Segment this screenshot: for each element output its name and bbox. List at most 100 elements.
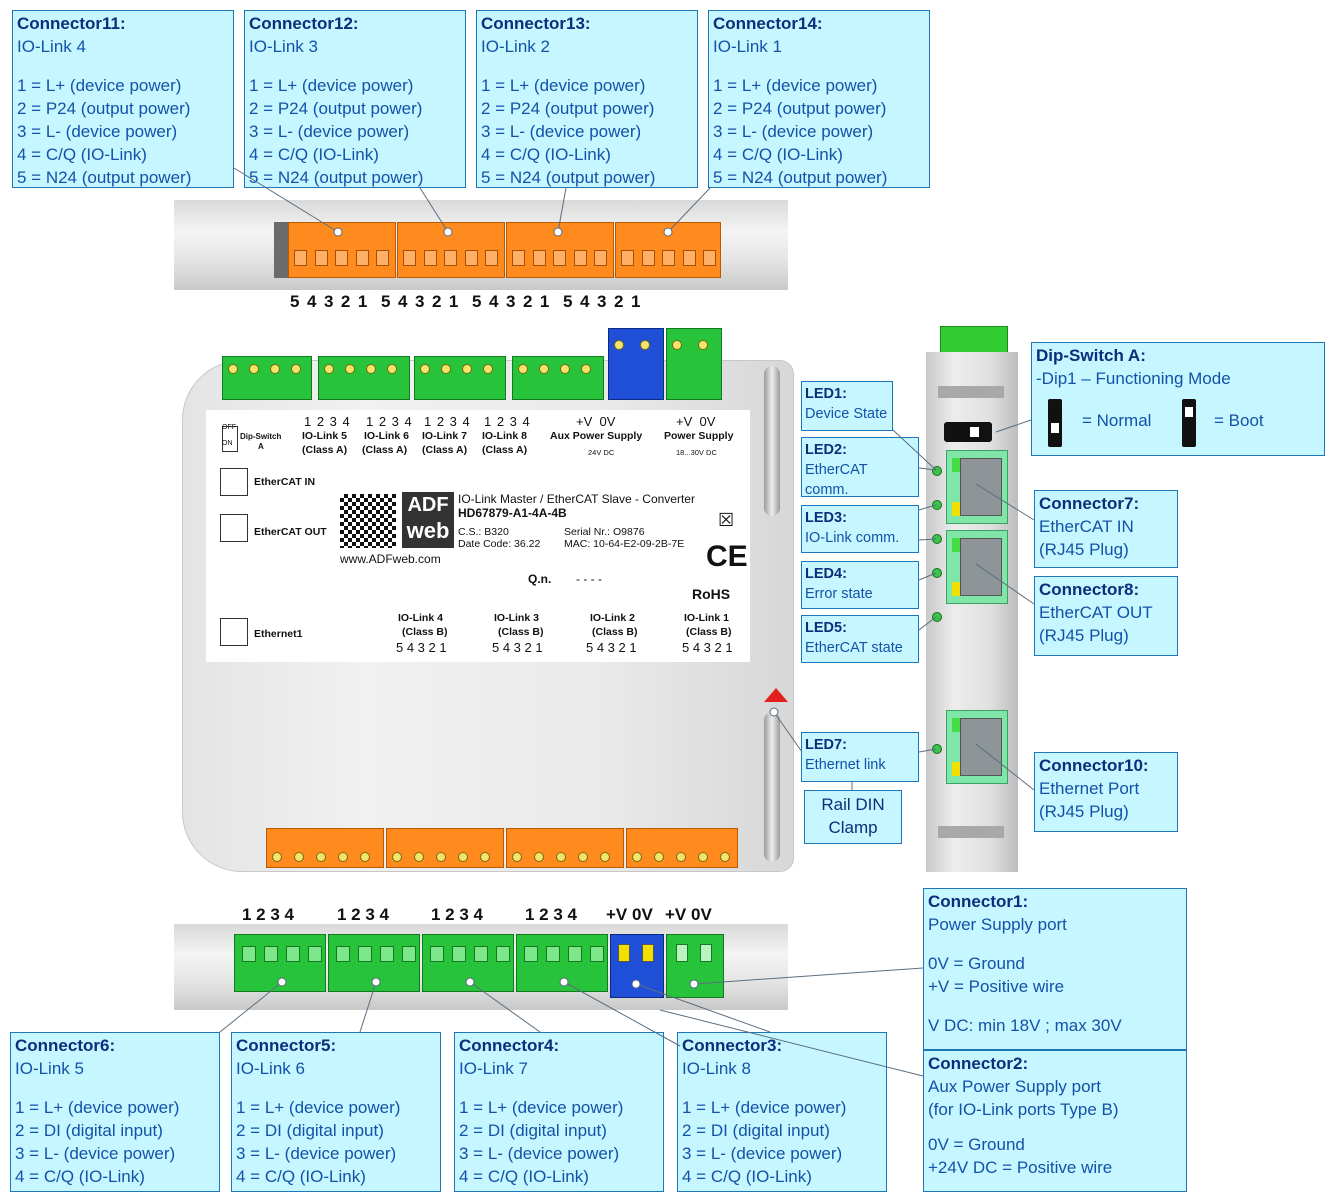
leader-connector12 <box>419 187 449 233</box>
connector11-subtitle: IO-Link 4 <box>17 37 86 56</box>
dip-switch-label: Dip-Switch <box>240 432 282 441</box>
connector8-box: Connector8: EtherCAT OUT (RJ45 Plug) <box>1034 576 1178 656</box>
aux-power-volt: 24V DC <box>588 448 615 457</box>
led5-box: LED5: EtherCAT state <box>801 615 919 663</box>
bottom-pins-aux: +V 0V <box>606 905 653 924</box>
date-code-text: Date Code: 36.22 <box>458 538 541 550</box>
ethercat-in-port-icon <box>220 468 248 496</box>
leader-dip-switch <box>995 419 1032 433</box>
screw-icon <box>480 852 490 862</box>
screw-icon <box>512 852 522 862</box>
led3-title: LED3: <box>805 510 847 526</box>
screw-icon <box>698 340 708 350</box>
ethercat-in-label: EtherCAT IN <box>254 476 316 488</box>
connector1-subtitle: Power Supply port <box>928 915 1067 934</box>
rail-din-line1: Rail DIN <box>821 795 885 814</box>
connector4-subtitle: IO-Link 7 <box>459 1059 528 1078</box>
ethercat-out-yellow-led <box>952 582 960 596</box>
screw-icon <box>462 364 472 374</box>
screw-icon <box>672 340 682 350</box>
screw-icon <box>436 852 446 862</box>
side-dip-switch-icon[interactable] <box>944 422 992 442</box>
dip-switch-box: Dip-Switch A: -Dip1 – Functioning Mode =… <box>1031 342 1325 456</box>
power-pins: +V 0V <box>676 414 716 429</box>
terminal-pin <box>524 946 538 962</box>
pin-line: 1 = L+ (device power) <box>17 76 182 95</box>
connector12-subtitle: IO-Link 3 <box>249 37 318 56</box>
screw-icon <box>560 364 570 374</box>
connector3-subtitle: IO-Link 8 <box>682 1059 751 1078</box>
screw-icon <box>249 364 259 374</box>
iolink1-class: (Class B) <box>686 626 732 638</box>
pin-line: 2 = DI (digital input) <box>15 1121 163 1140</box>
terminal-pin <box>430 946 444 962</box>
terminal-pin <box>546 946 560 962</box>
iolink8-class: (Class A) <box>482 444 528 456</box>
anchor-dot <box>465 977 475 987</box>
connector7-line: EtherCAT IN <box>1039 517 1134 536</box>
ethernet-rj45-socket <box>960 718 1002 776</box>
pin-line: 1 = L+ (device power) <box>236 1098 401 1117</box>
device-terminal-iolink4 <box>266 828 384 868</box>
pin-line: 3 = L- (device power) <box>17 122 178 141</box>
terminal-pin <box>676 944 688 962</box>
pin-line: 4 = C/Q (IO-Link) <box>481 145 611 164</box>
connector6-title: Connector6: <box>15 1036 116 1055</box>
pin-line: 3 = L- (device power) <box>236 1144 397 1163</box>
connector14-subtitle: IO-Link 1 <box>713 37 782 56</box>
connector7-title: Connector7: <box>1039 494 1140 513</box>
terminal-pin <box>618 944 630 962</box>
screw-icon <box>556 852 566 862</box>
connector12-title: Connector12: <box>249 14 359 33</box>
iolink2-name: IO-Link 2 <box>590 612 635 624</box>
led2-desc: comm. <box>805 482 849 497</box>
qr-code-icon <box>340 494 396 548</box>
led3-desc: IO-Link comm. <box>805 530 900 546</box>
pin-line: 3 = L- (device power) <box>682 1144 843 1163</box>
screw-icon <box>600 852 610 862</box>
connector2-title: Connector2: <box>928 1054 1029 1073</box>
led5-title: LED5: <box>805 620 847 636</box>
led3-box: LED3: IO-Link comm. <box>801 505 919 553</box>
bottom-pins-group1: 1 2 3 4 <box>242 905 294 924</box>
leader-connector4 <box>469 981 541 1033</box>
iolink2-pins: 5 4 3 2 1 <box>586 640 637 655</box>
led7-desc: Ethernet link <box>805 757 886 773</box>
mac-text: MAC: 10-64-E2-09-2B-7E <box>564 538 685 550</box>
terminal-pin <box>594 250 607 266</box>
led1-desc: Device State <box>805 406 888 422</box>
qn-value: - - - - <box>576 572 602 586</box>
terminal-pin <box>641 250 655 266</box>
screw-icon <box>360 852 370 862</box>
ethernet1-label: Ethernet1 <box>254 628 303 640</box>
bottom-pins-group2: 1 2 3 4 <box>337 905 389 924</box>
leader-connector7 <box>975 483 1035 521</box>
iolink5-name: IO-Link 5 <box>302 430 347 442</box>
anchor-dot <box>371 977 381 987</box>
iolink5-pins: 1 2 3 4 <box>304 414 351 429</box>
device-terminal-iolink8 <box>512 356 604 400</box>
connector8-line: EtherCAT OUT <box>1039 603 1153 622</box>
led7-title: LED7: <box>805 737 847 753</box>
terminal-pin <box>474 946 488 962</box>
connector11-title: Connector11: <box>17 14 126 33</box>
rohs-mark: RoHS <box>692 586 731 602</box>
device-terminal-iolink7 <box>414 356 506 400</box>
pin-line: 5 = N24 (output power) <box>481 168 656 187</box>
ethercat-out-port-icon <box>220 514 248 542</box>
pin-line: 3 = L- (device power) <box>713 122 874 141</box>
connector10-line: Ethernet Port <box>1039 779 1140 798</box>
led1-indicator <box>932 466 942 476</box>
terminal-pin <box>380 946 394 962</box>
led5-indicator <box>932 612 942 622</box>
connector5-subtitle: IO-Link 6 <box>236 1059 305 1078</box>
pin-line: 4 = C/Q (IO-Link) <box>17 145 147 164</box>
iolink1-name: IO-Link 1 <box>684 612 729 624</box>
terminal-pin <box>294 250 307 266</box>
terminal-pin <box>590 946 604 962</box>
iolink4-pins: 5 4 3 2 1 <box>396 640 447 655</box>
connector3-title: Connector3: <box>682 1036 783 1055</box>
screw-icon <box>483 364 493 374</box>
adfweb-logo: ADF web <box>402 492 454 548</box>
led2-title: LED2: <box>805 442 847 458</box>
